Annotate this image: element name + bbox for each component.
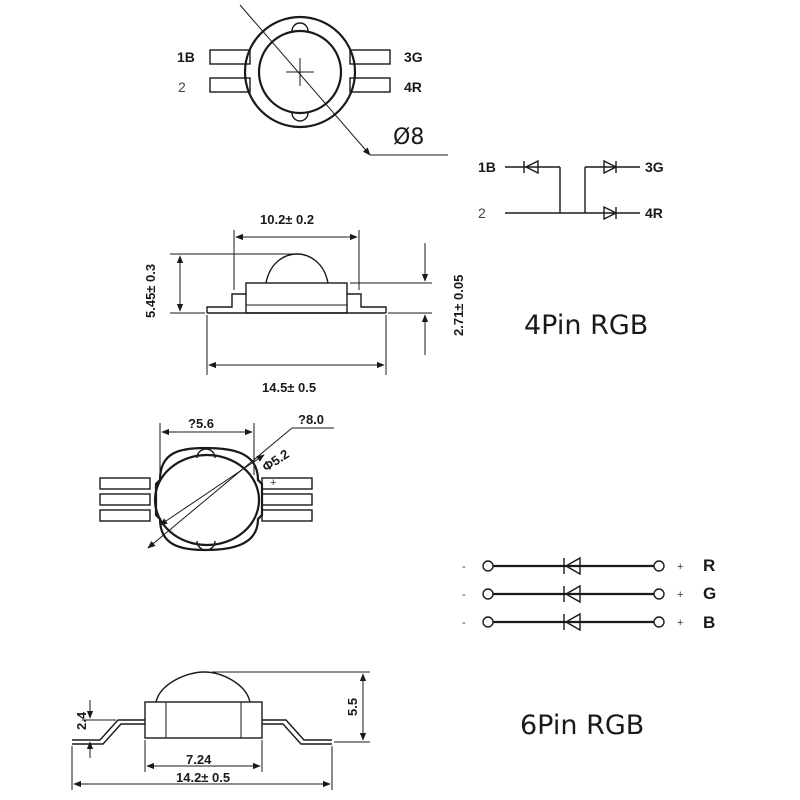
plus-b: +	[677, 617, 683, 629]
schem-pin-3g: 3G	[645, 159, 664, 175]
schem-row-r	[482, 556, 665, 576]
dim-7-24: 7.24	[186, 752, 212, 767]
schem-row-g	[482, 584, 665, 604]
label-r: R	[703, 556, 715, 575]
dim-height-left: 5.45± 0.3	[143, 264, 158, 318]
dim-width-top: 10.2± 0.2	[260, 212, 314, 227]
pin-2-label: 2	[178, 79, 186, 95]
schem-pin-1b: 1B	[478, 159, 496, 175]
pin-3g-label: 3G	[404, 49, 423, 65]
side-view-4pin: 10.2± 0.2 5.45± 0.3 2.71± 0.05 14.5± 0.5	[143, 212, 466, 395]
diameter-8-label: Ø8	[393, 125, 424, 150]
title-4pin-rgb: 4Pin RGB	[524, 310, 648, 341]
minus-b: -	[462, 617, 466, 629]
schematic-4pin: 1B 2 3G 4R	[478, 159, 664, 221]
top-view-6pin: + ?5.6 ?8.0 Φ5.2	[99, 412, 334, 552]
dim-dia-8-0: ?8.0	[298, 412, 324, 427]
schem-row-b	[482, 612, 665, 632]
dim-2-4: 2.4	[74, 711, 89, 730]
dim-5-5: 5.5	[345, 698, 360, 716]
schematic-6pin: - - - + + + R G B	[462, 556, 716, 632]
plus-marker: +	[270, 477, 276, 489]
minus-g: -	[462, 589, 466, 601]
plus-g: +	[677, 589, 683, 601]
minus-r: -	[462, 561, 466, 573]
title-6pin-rgb: 6Pin RGB	[520, 710, 644, 741]
top-view-4pin: Ø8 1B 2 3G 4R	[177, 4, 448, 156]
label-b: B	[703, 613, 715, 632]
schem-pin-2: 2	[478, 205, 486, 221]
label-g: G	[703, 584, 716, 603]
dim-dia-5-6: ?5.6	[188, 416, 214, 431]
pin-1b-label: 1B	[177, 49, 195, 65]
plus-r: +	[677, 561, 683, 573]
schem-pin-4r: 4R	[645, 205, 663, 221]
pin-4r-label: 4R	[404, 79, 422, 95]
side-view-6pin: 2.4 5.5 7.24 14.2± 0.5	[71, 671, 370, 790]
dim-width-bottom: 14.5± 0.5	[262, 380, 316, 395]
dim-14-2: 14.2± 0.5	[176, 770, 230, 785]
dim-height-right: 2.71± 0.05	[451, 275, 466, 336]
